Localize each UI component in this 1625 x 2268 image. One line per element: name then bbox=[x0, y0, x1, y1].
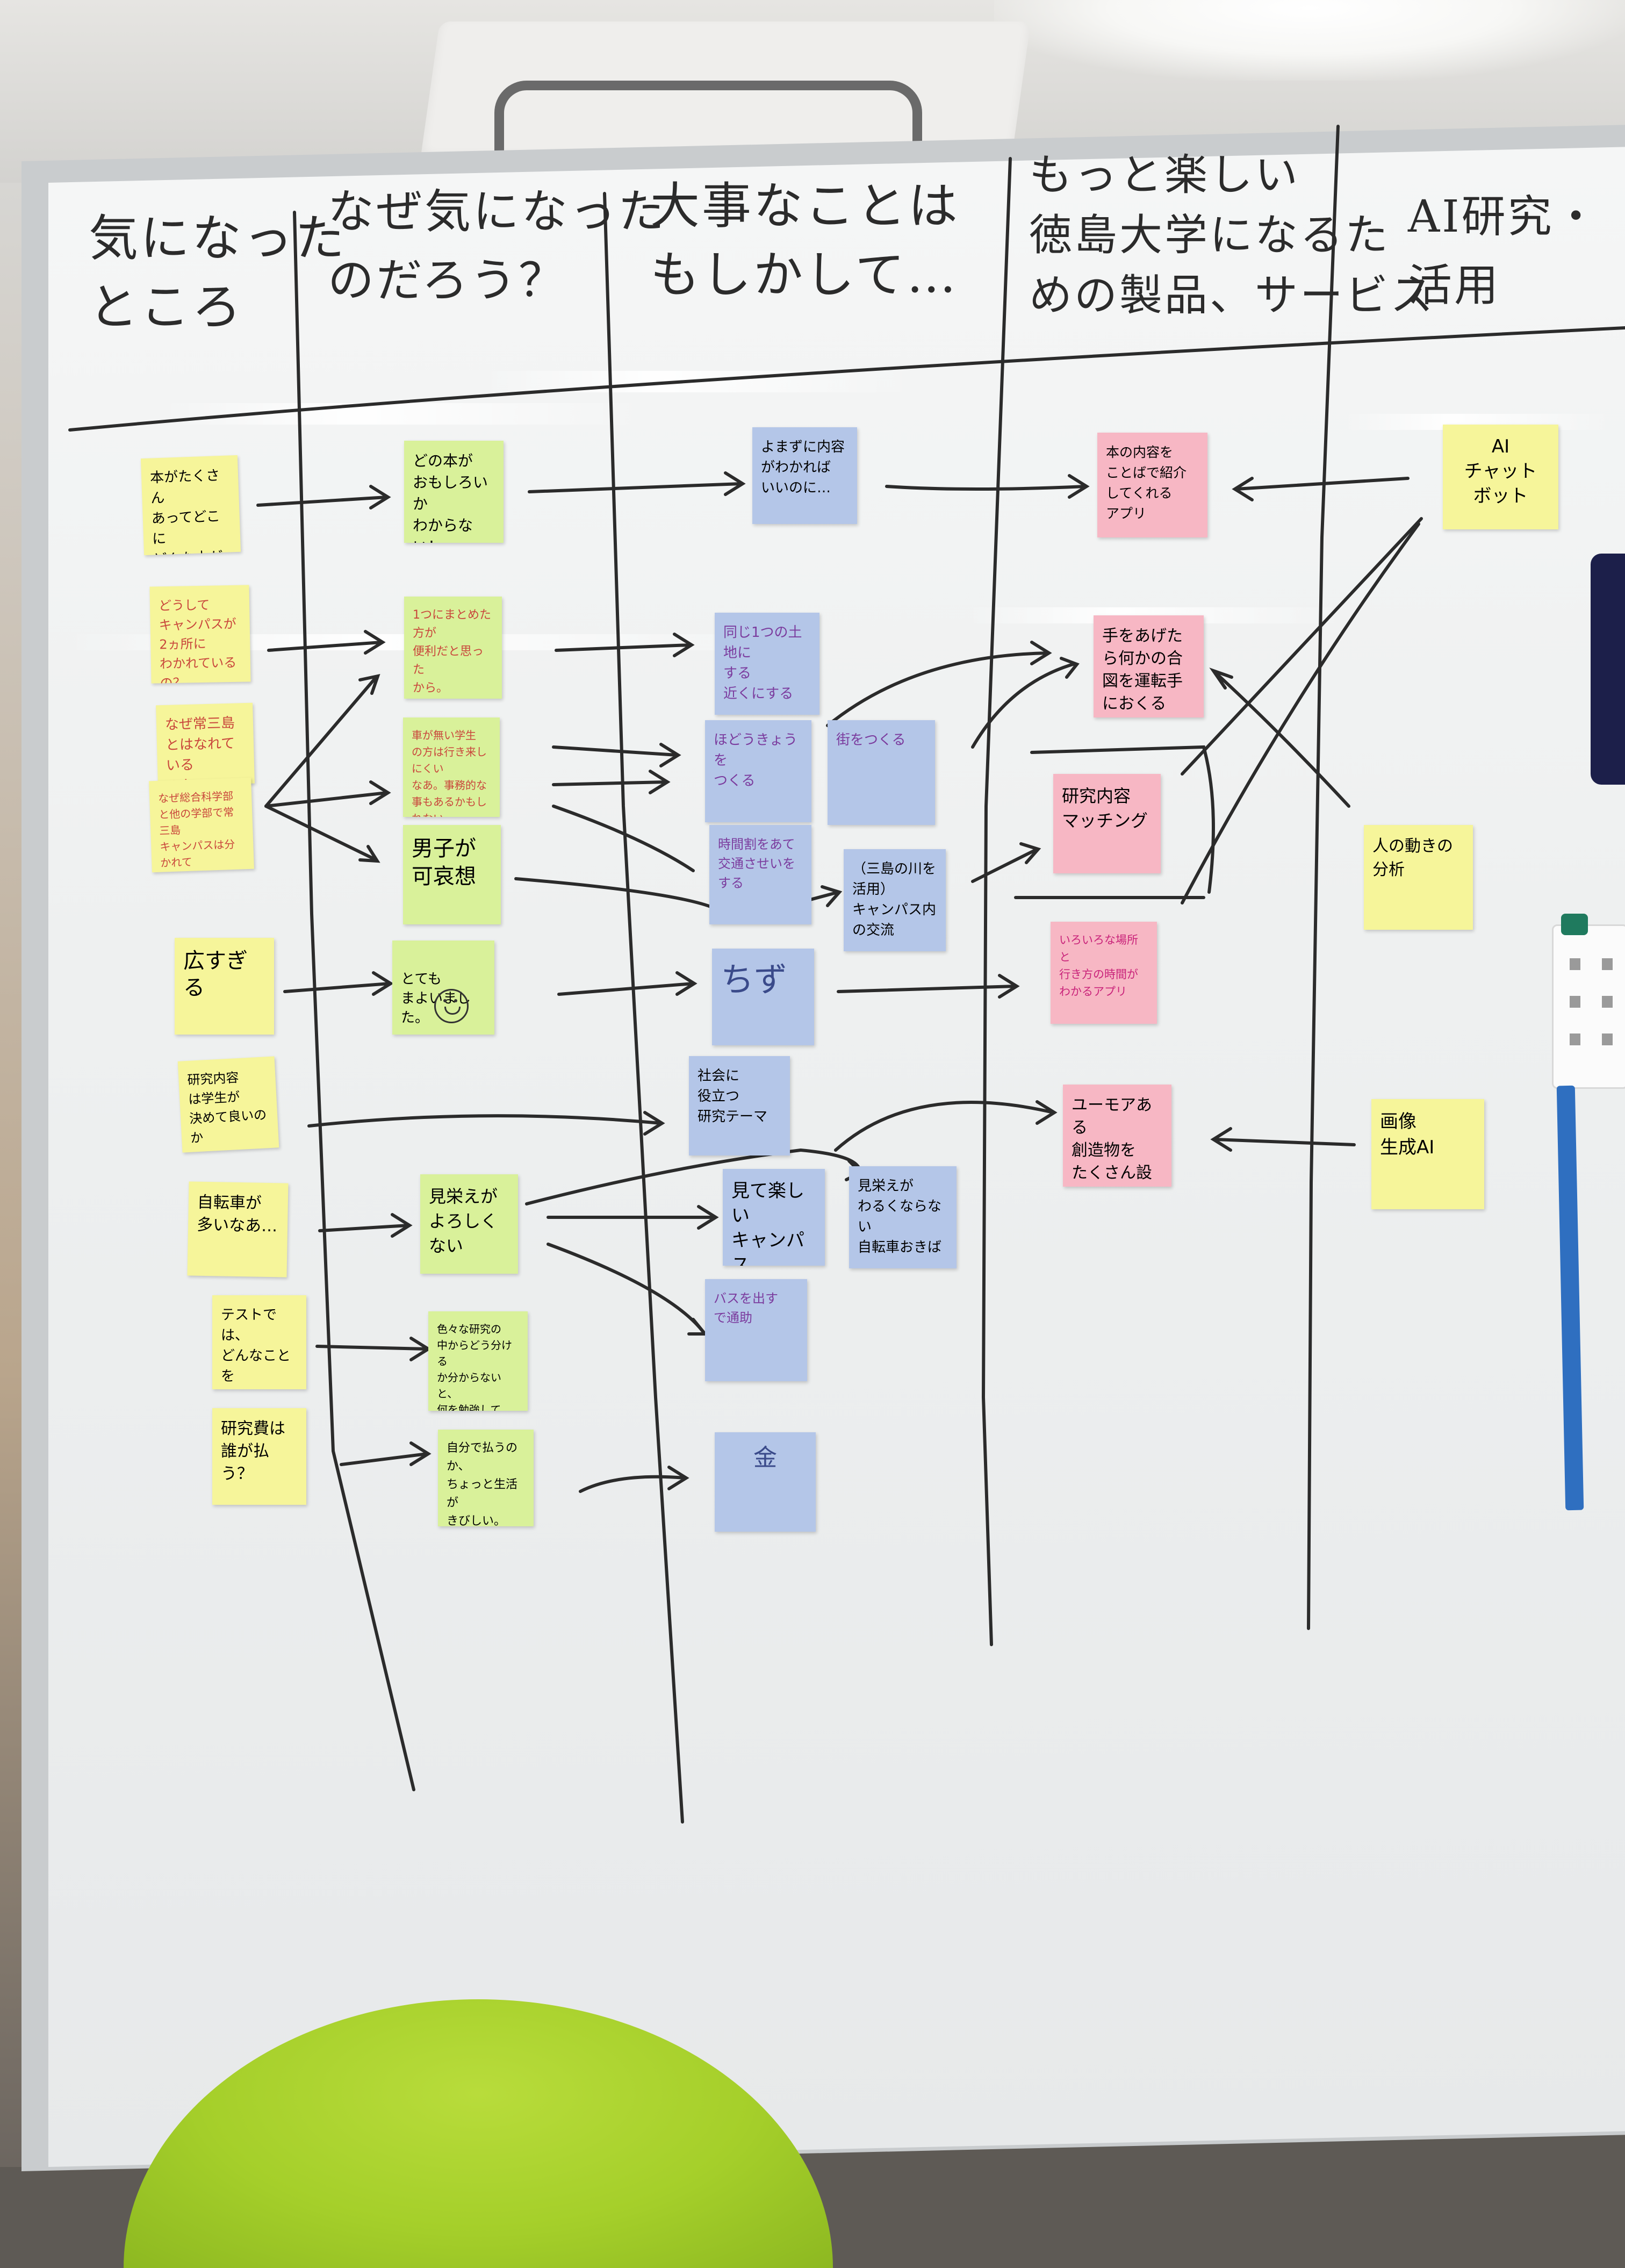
sticky-note: 車が無い学生 の方は行き来しにくい なあ。事務的な 事もあるかもしれない。 bbox=[403, 717, 500, 817]
sticky-note: 男子が 可哀想 bbox=[403, 825, 501, 924]
holder-hole bbox=[1602, 958, 1613, 970]
sticky-note: バスを出す で通助 bbox=[705, 1279, 807, 1381]
sticky-note: なぜ総合科学部 と他の学部で常三島 キャンパスは分かれて いるのか bbox=[149, 778, 254, 873]
sticky-note: ほどうきょうを つくる bbox=[705, 720, 811, 822]
sticky-note: 本の内容を ことばで紹介 してくれる アプリ bbox=[1097, 433, 1207, 537]
column-divider-4 bbox=[1308, 126, 1338, 1628]
marker-cap bbox=[1561, 914, 1588, 935]
holder-hole bbox=[1570, 958, 1580, 970]
smiley-face-icon bbox=[434, 989, 469, 1023]
column-header-important: 大事なことは もしかして… bbox=[650, 172, 960, 310]
sticky-note: 広すぎる bbox=[175, 938, 274, 1035]
sticky-note: 時間割をあて 交通させいを する bbox=[709, 825, 811, 924]
sticky-note: 自転車が 多いなあ… bbox=[187, 1181, 288, 1277]
sticky-note: 本がたくさん あってどこに どんな本が あるかわからない bbox=[141, 455, 241, 555]
sticky-note: テストでは、 どんなことを だすのか。 bbox=[212, 1295, 306, 1389]
holder-hole bbox=[1602, 1033, 1613, 1045]
marker-holder bbox=[1552, 924, 1625, 1089]
sticky-note: 見て楽しい キャンパス bbox=[723, 1169, 825, 1266]
sticky-note: 見栄えが わるくならない 自転車おきば bbox=[849, 1166, 957, 1268]
sticky-note: なぜ常三島 とはなれている のか。 bbox=[156, 703, 255, 786]
sticky-note: よまずに内容 がわかれば いいのに… bbox=[752, 427, 857, 524]
sticky-note: どうして キャンパスが 2ヵ所に わかれているの？ bbox=[149, 585, 250, 683]
sticky-note: 人の動きの 分析 bbox=[1364, 825, 1473, 930]
sticky-note: 街をつくる bbox=[828, 720, 935, 825]
sticky-note: 研究内容 は学生が 決めて良いのか bbox=[178, 1056, 279, 1152]
dark-eraser bbox=[1591, 554, 1625, 785]
sticky-note: （三島の川を活用） キャンパス内 の交流 bbox=[844, 849, 946, 951]
sticky-note: 社会に 役立つ 研究テーマ bbox=[689, 1056, 790, 1155]
sticky-note: 画像 生成AI bbox=[1371, 1099, 1484, 1209]
sticky-note: 1つにまとめた方が 便利だと思った から。 bbox=[404, 597, 502, 699]
holder-hole bbox=[1570, 1033, 1580, 1045]
holder-hole bbox=[1602, 996, 1613, 1008]
column-header-noticed: 気になった ところ bbox=[89, 204, 347, 342]
sticky-note: ユーモアある 創造物を たくさん設置 bbox=[1063, 1085, 1171, 1187]
sticky-note: とても まよいました。 bbox=[392, 941, 494, 1035]
column-header-why: なぜ気になった のだろう？ bbox=[328, 177, 666, 315]
sticky-note: 同じ1つの土地に する 近くにする bbox=[715, 613, 819, 715]
column-header-ai: AI研究・活用 bbox=[1408, 183, 1625, 320]
sticky-note: AI チャット ボット bbox=[1443, 425, 1558, 529]
column-header-products: もっと楽しい 徳島大学になるた めの製品、サービス bbox=[1029, 145, 1435, 326]
sticky-note: 見栄えが よろしくない bbox=[420, 1174, 518, 1274]
sticky-note: 金 bbox=[715, 1432, 816, 1532]
sticky-note: 色々な研究の 中からどう分ける か分からないと、 何を勉強して いいかわからない bbox=[428, 1311, 528, 1411]
column-divider-3 bbox=[983, 159, 1010, 1645]
sticky-note: 自分で払うのか、 ちょっと生活が きびしい。 bbox=[438, 1430, 534, 1526]
sticky-note: ちず bbox=[712, 949, 814, 1045]
sticky-note: 研究費は 誰が払う？ bbox=[212, 1408, 306, 1505]
column-divider-2 bbox=[605, 193, 682, 1822]
header-divider-line bbox=[70, 328, 1625, 430]
sticky-note: 研究内容 マッチング bbox=[1053, 774, 1161, 873]
sticky-note: いろいろな場所と 行き方の時間が わかるアプリ bbox=[1051, 922, 1157, 1024]
sticky-note: どの本が おもしろいか わからない！ bbox=[404, 441, 504, 543]
sticky-note: 手をあげた ら何かの合 図を運転手 におくる bbox=[1094, 615, 1204, 717]
holder-hole bbox=[1570, 996, 1580, 1008]
